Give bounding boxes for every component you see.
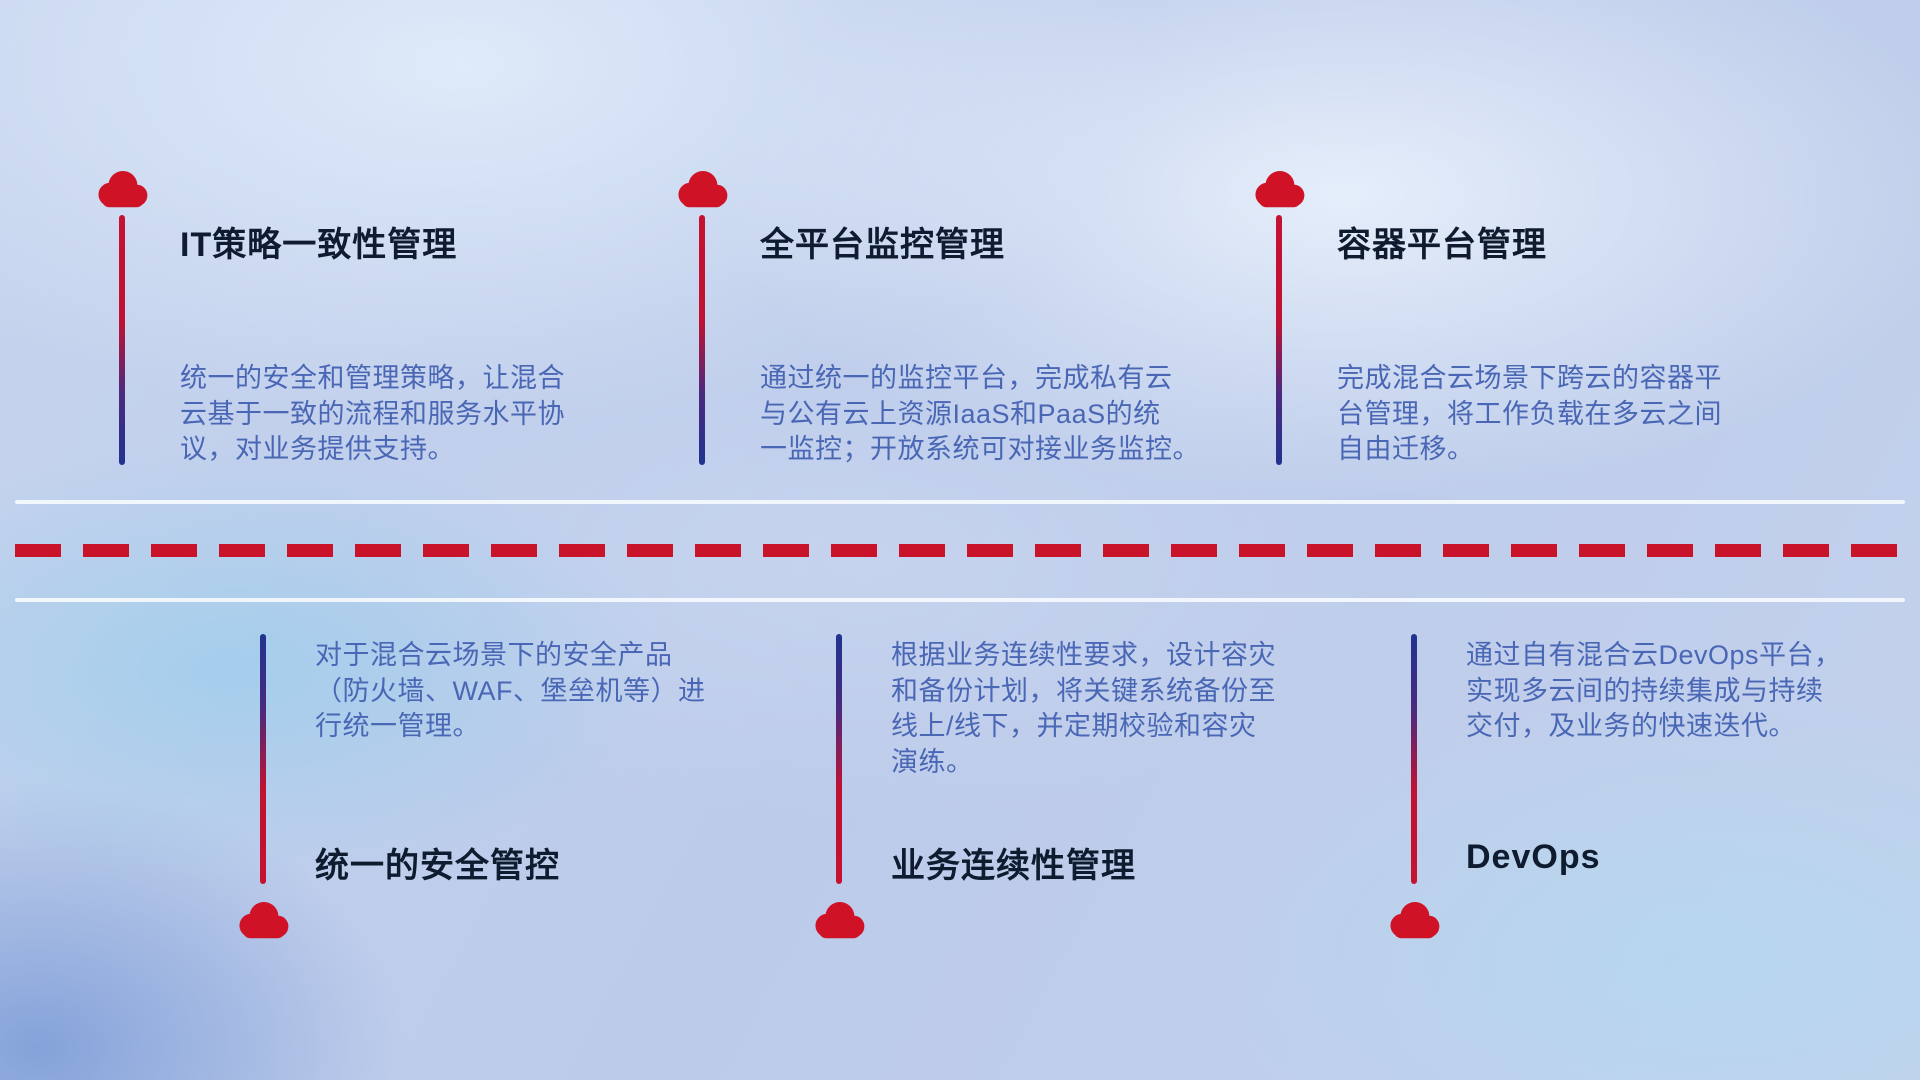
feature-description: 统一的安全和管理策略，让混合 云基于一致的流程和服务水平协 议，对业务提供支持。 bbox=[180, 363, 565, 465]
feature-security-control: 对于混合云场景下的安全产品 （防火墙、WAF、堡垒机等）进 行统一管理。 统一的… bbox=[234, 634, 794, 954]
timeline-stem bbox=[699, 215, 705, 465]
cloud-icon bbox=[234, 900, 292, 942]
timeline-stem bbox=[119, 215, 125, 465]
feature-title: 全平台监控管理 bbox=[760, 226, 1005, 264]
cloud-icon bbox=[673, 169, 731, 211]
feature-title: IT策略一致性管理 bbox=[180, 226, 458, 264]
feature-title: 统一的安全管控 bbox=[315, 847, 560, 885]
timeline-stem bbox=[836, 634, 842, 884]
feature-business-continuity: 根据业务连续性要求，设计容灾 和备份计划，将关键系统备份至 线上/线下，并定期校… bbox=[810, 634, 1370, 954]
divider-solid-bottom bbox=[15, 598, 1905, 602]
feature-devops: 通过自有混合云DevOps平台， 实现多云间的持续集成与持续 交付，及业务的快速… bbox=[1385, 634, 1920, 954]
divider-dashed-red bbox=[15, 544, 1905, 557]
feature-description: 完成混合云场景下跨云的容器平 台管理，将工作负载在多云之间 自由迁移。 bbox=[1337, 363, 1722, 465]
feature-description: 通过统一的监控平台，完成私有云 与公有云上资源IaaS和PaaS的统 一监控；开… bbox=[760, 363, 1200, 465]
cloud-icon bbox=[1250, 169, 1308, 211]
feature-description: 通过自有混合云DevOps平台， 实现多云间的持续集成与持续 交付，及业务的快速… bbox=[1466, 640, 1842, 742]
cloud-icon bbox=[93, 169, 151, 211]
feature-description: 根据业务连续性要求，设计容灾 和备份计划，将关键系统备份至 线上/线下，并定期校… bbox=[891, 640, 1276, 777]
feature-container-platform: 容器平台管理 完成混合云场景下跨云的容器平 台管理，将工作负载在多云之间 自由迁… bbox=[1250, 169, 1810, 489]
feature-monitoring: 全平台监控管理 通过统一的监控平台，完成私有云 与公有云上资源IaaS和PaaS… bbox=[673, 169, 1233, 489]
divider-solid-top bbox=[15, 500, 1905, 504]
feature-description: 对于混合云场景下的安全产品 （防火墙、WAF、堡垒机等）进 行统一管理。 bbox=[315, 640, 706, 742]
timeline-stem bbox=[260, 634, 266, 884]
cloud-icon bbox=[810, 900, 868, 942]
timeline-stem bbox=[1276, 215, 1282, 465]
feature-title: 业务连续性管理 bbox=[891, 847, 1136, 885]
cloud-icon bbox=[1385, 900, 1443, 942]
feature-title: DevOps bbox=[1466, 838, 1601, 876]
feature-it-policy: IT策略一致性管理 统一的安全和管理策略，让混合 云基于一致的流程和服务水平协 … bbox=[93, 169, 653, 489]
feature-title: 容器平台管理 bbox=[1337, 226, 1547, 264]
timeline-stem bbox=[1411, 634, 1417, 884]
